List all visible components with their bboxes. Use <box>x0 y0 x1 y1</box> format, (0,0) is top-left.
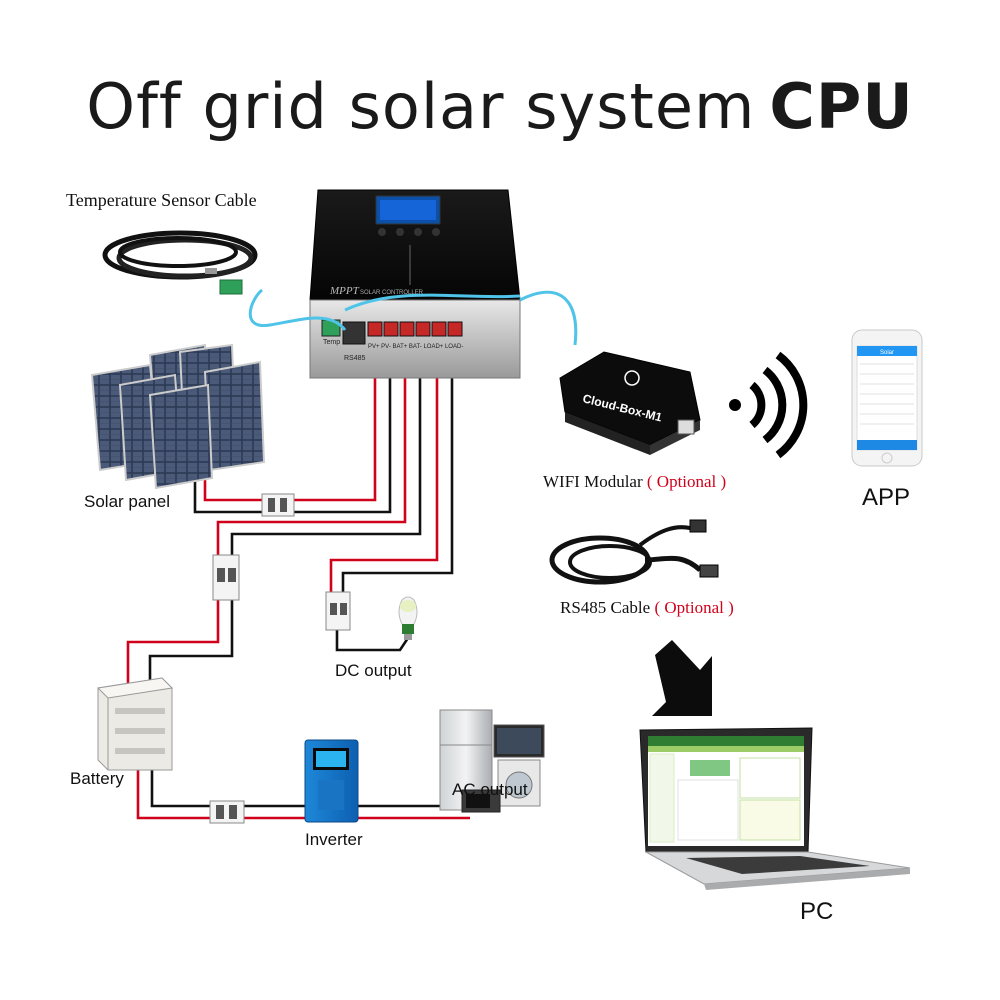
wifi-signal-icon <box>729 351 808 459</box>
solar-panels <box>90 343 266 490</box>
controller-brand: MPPT <box>329 285 360 297</box>
terminal-block <box>367 321 463 337</box>
temp-sensor-cable <box>102 230 258 295</box>
terminal-labels: PV+ PV- BAT+ BAT- LOAD+ LOAD- <box>368 344 463 350</box>
wire-bat-positive-2 <box>126 600 220 688</box>
label-rs485-optional: ( Optional ) <box>654 598 734 617</box>
port-temp-label: Temp <box>323 339 340 346</box>
wire-bat-negative <box>230 330 422 555</box>
wire-inv-negative <box>150 770 210 808</box>
wire-pv-negative-2 <box>294 330 392 514</box>
controller-sub: SOLAR CONTROLLER <box>360 290 424 296</box>
breaker-inverter <box>209 800 245 824</box>
title-main: Off grid solar system <box>86 70 756 143</box>
label-rs485: RS485 Cable ( Optional ) <box>560 598 734 618</box>
mppt-controller: MPPT SOLAR CONTROLLER Temp RS485 PV+ PV-… <box>309 189 521 379</box>
label-wifi-text: WIFI Modular <box>543 472 643 491</box>
label-solar-panel: Solar panel <box>84 492 171 511</box>
label-ac-output: AC output <box>452 780 528 799</box>
wire-bat-negative-2 <box>148 600 234 688</box>
label-wifi: WIFI Modular ( Optional ) <box>543 472 726 492</box>
label-app: APP <box>862 484 911 511</box>
wire-inv-positive <box>136 770 210 820</box>
wire-load-negative <box>341 330 454 592</box>
smartphone: Solar <box>851 329 923 467</box>
breaker-pv <box>261 493 295 517</box>
wire-pv-positive-2 <box>294 330 377 502</box>
label-inverter: Inverter <box>305 830 363 849</box>
label-dc-output: DC output <box>335 661 412 680</box>
wire-bat-positive <box>216 330 407 555</box>
breaker-battery <box>212 554 240 601</box>
phone-header: Solar <box>880 350 894 356</box>
rs485-cable <box>549 519 719 585</box>
ac-appliances <box>439 709 545 813</box>
label-rs485-text: RS485 Cable <box>560 598 651 617</box>
sensor-cable-blue <box>248 288 578 346</box>
wifi-module: Cloud-Box-M1 <box>559 351 701 455</box>
wire-load-out <box>335 630 414 652</box>
breaker-load <box>325 591 351 631</box>
laptop-pc <box>639 727 911 890</box>
label-wifi-optional: ( Optional ) <box>646 472 727 491</box>
dc-bulb <box>398 596 418 640</box>
label-battery: Battery <box>70 769 124 788</box>
wire-load-positive <box>329 330 439 592</box>
inverter-unit <box>304 739 359 823</box>
title-bold: CPU <box>769 70 914 143</box>
label-pc: PC <box>800 898 834 925</box>
arrow-down-icon <box>652 640 712 716</box>
port-rs485-label: RS485 <box>344 355 366 362</box>
label-temp-sensor: Temperature Sensor Cable <box>66 190 257 210</box>
battery-cabinet <box>96 677 174 771</box>
